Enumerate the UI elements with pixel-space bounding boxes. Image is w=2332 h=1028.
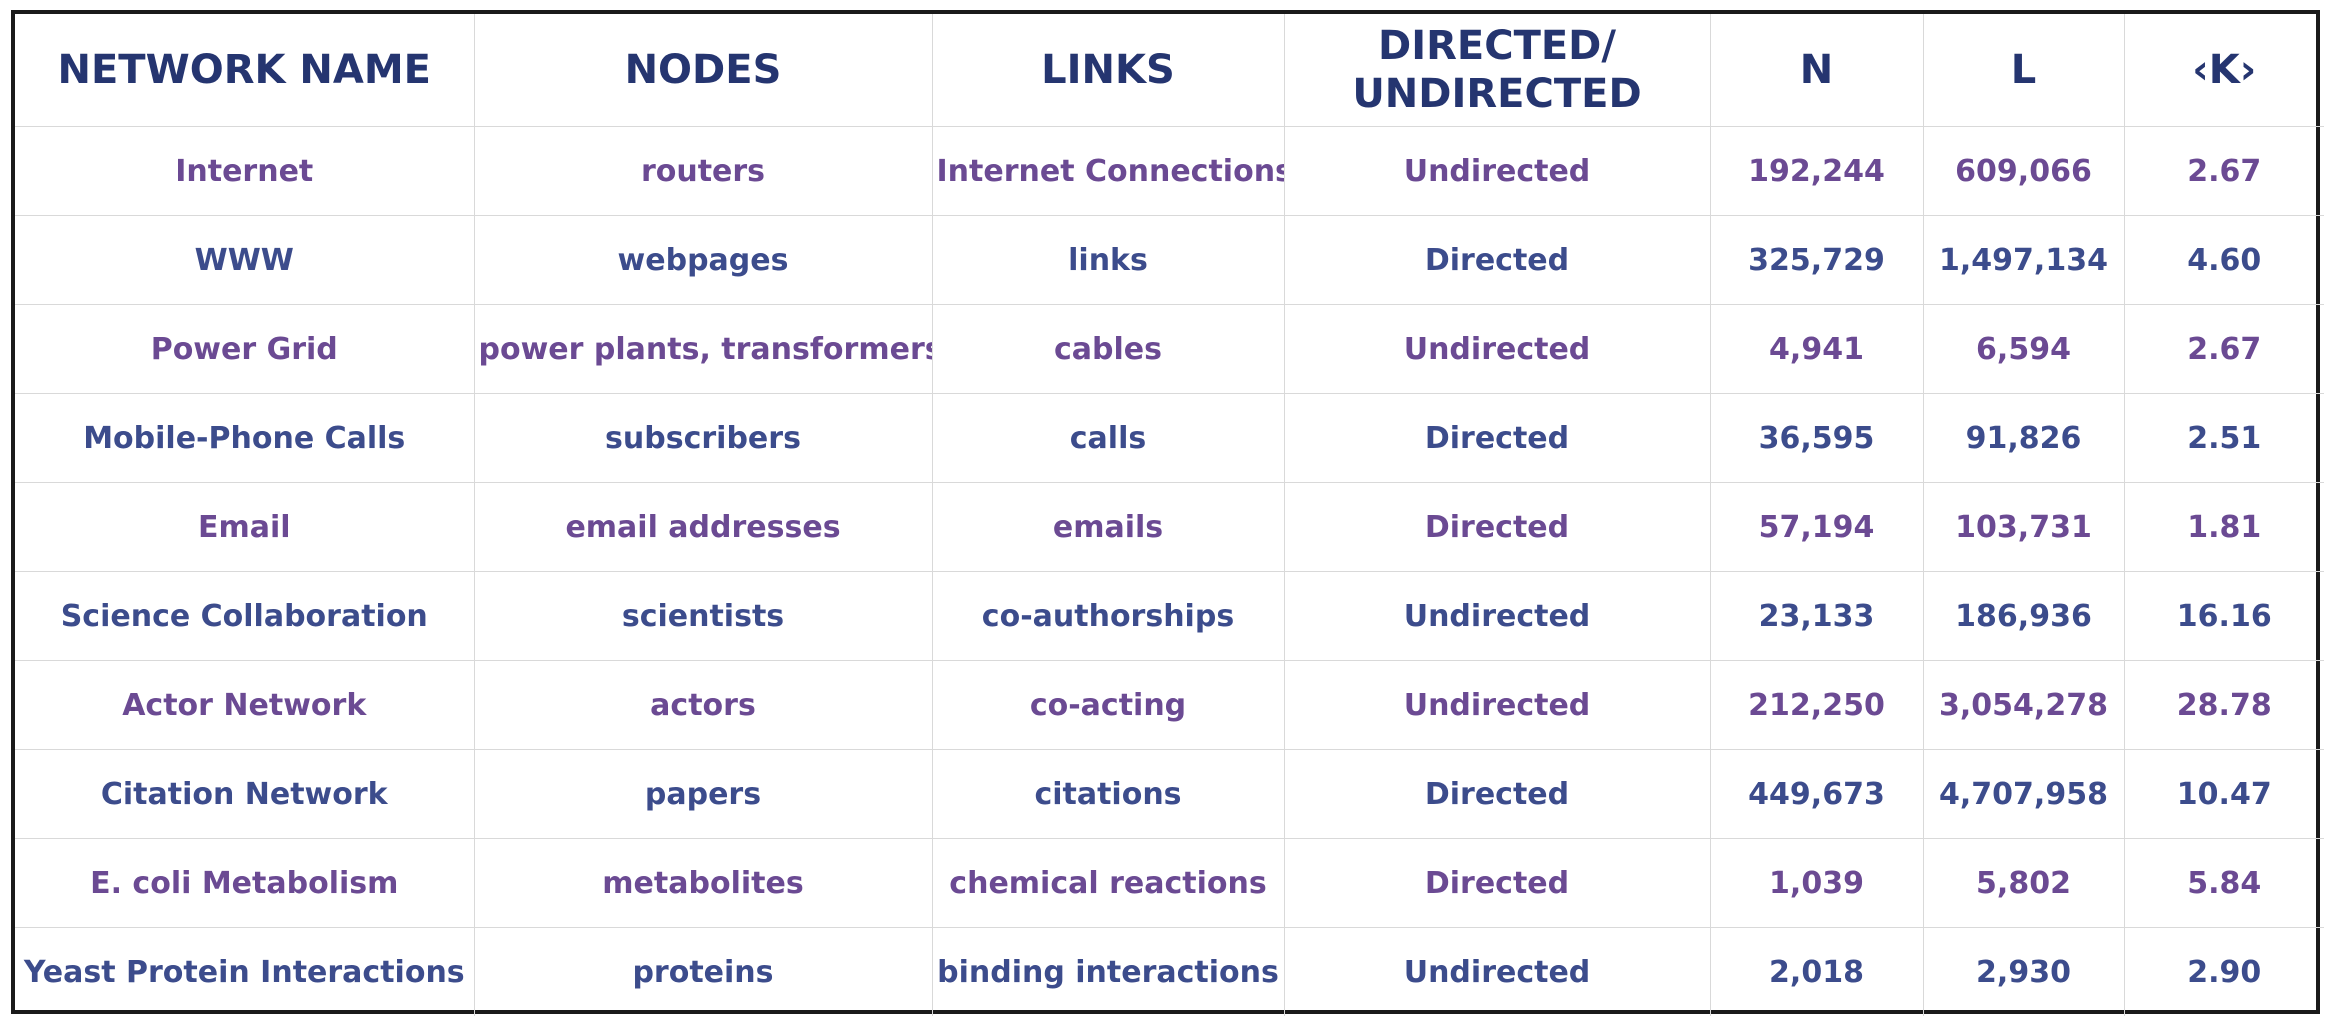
cell-directed: Directed [1283, 838, 1711, 928]
cell-l: 5,802 [1922, 838, 2125, 928]
cell-network-name: E. coli Metabolism [15, 838, 475, 928]
table-row: Email email addresses emails Directed 57… [15, 482, 2324, 572]
cell-k: 28.78 [2123, 660, 2324, 750]
cell-l: 103,731 [1922, 482, 2125, 572]
table-row: E. coli Metabolism metabolites chemical … [15, 838, 2324, 928]
cell-k: 1.81 [2123, 482, 2324, 572]
cell-directed: Directed [1283, 482, 1711, 572]
cell-network-name: Internet [15, 126, 475, 216]
cell-n: 57,194 [1709, 482, 1924, 572]
cell-k: 16.16 [2123, 571, 2324, 661]
header-directed-line1: DIRECTED/ [1378, 23, 1616, 69]
cell-nodes: metabolites [473, 838, 933, 928]
cell-links: binding interactions [931, 927, 1285, 1016]
cell-nodes: webpages [473, 215, 933, 305]
cell-links: co-acting [931, 660, 1285, 750]
cell-nodes: actors [473, 660, 933, 750]
cell-directed: Undirected [1283, 660, 1711, 750]
cell-nodes: routers [473, 126, 933, 216]
cell-directed: Directed [1283, 215, 1711, 305]
table-row: Citation Network papers citations Direct… [15, 749, 2324, 839]
cell-directed: Undirected [1283, 927, 1711, 1016]
cell-k: 10.47 [2123, 749, 2324, 839]
cell-n: 36,595 [1709, 393, 1924, 483]
cell-l: 4,707,958 [1922, 749, 2125, 839]
cell-nodes: papers [473, 749, 933, 839]
cell-network-name: Citation Network [15, 749, 475, 839]
cell-directed: Directed [1283, 393, 1711, 483]
header-directed: DIRECTED/ UNDIRECTED [1283, 14, 1711, 127]
header-network-name: NETWORK NAME [15, 14, 475, 127]
cell-l: 3,054,278 [1922, 660, 2125, 750]
cell-directed: Undirected [1283, 126, 1711, 216]
header-l: L [1922, 14, 2125, 127]
cell-l: 609,066 [1922, 126, 2125, 216]
cell-directed: Undirected [1283, 571, 1711, 661]
table-row: Mobile-Phone Calls subscribers calls Dir… [15, 393, 2324, 483]
table-row: Actor Network actors co-acting Undirecte… [15, 660, 2324, 750]
network-table-frame: NETWORK NAME NODES LINKS DIRECTED/ UNDIR… [11, 10, 2324, 1016]
cell-links: citations [931, 749, 1285, 839]
cell-n: 212,250 [1709, 660, 1924, 750]
cell-links: cables [931, 304, 1285, 394]
cell-network-name: WWW [15, 215, 475, 305]
cell-network-name: Science Collaboration [15, 571, 475, 661]
cell-nodes: email addresses [473, 482, 933, 572]
cell-links: links [931, 215, 1285, 305]
cell-nodes: proteins [473, 927, 933, 1016]
cell-k: 2.90 [2123, 927, 2324, 1016]
cell-l: 91,826 [1922, 393, 2125, 483]
header-links: LINKS [931, 14, 1285, 127]
cell-k: 2.51 [2123, 393, 2324, 483]
cell-n: 4,941 [1709, 304, 1924, 394]
cell-nodes: power plants, transformers [473, 304, 933, 394]
network-table: NETWORK NAME NODES LINKS DIRECTED/ UNDIR… [15, 14, 2324, 1016]
cell-links: chemical reactions [931, 838, 1285, 928]
cell-network-name: Power Grid [15, 304, 475, 394]
cell-l: 6,594 [1922, 304, 2125, 394]
cell-nodes: subscribers [473, 393, 933, 483]
cell-nodes: scientists [473, 571, 933, 661]
cell-k: 2.67 [2123, 126, 2324, 216]
cell-l: 1,497,134 [1922, 215, 2125, 305]
table-row: Power Grid power plants, transformers ca… [15, 304, 2324, 394]
table-row: Science Collaboration scientists co-auth… [15, 571, 2324, 661]
table-row: Internet routers Internet Connections Un… [15, 126, 2324, 216]
header-nodes: NODES [473, 14, 933, 127]
cell-directed: Directed [1283, 749, 1711, 839]
cell-k: 5.84 [2123, 838, 2324, 928]
cell-n: 1,039 [1709, 838, 1924, 928]
cell-network-name: Email [15, 482, 475, 572]
header-k: ‹K› [2123, 14, 2324, 127]
cell-k: 4.60 [2123, 215, 2324, 305]
cell-l: 2,930 [1922, 927, 2125, 1016]
cell-links: calls [931, 393, 1285, 483]
cell-n: 325,729 [1709, 215, 1924, 305]
cell-directed: Undirected [1283, 304, 1711, 394]
cell-links: emails [931, 482, 1285, 572]
cell-network-name: Mobile-Phone Calls [15, 393, 475, 483]
cell-links: Internet Connections [931, 126, 1285, 216]
cell-network-name: Yeast Protein Interactions [15, 927, 475, 1016]
header-directed-line2: UNDIRECTED [1352, 71, 1642, 117]
table-row: Yeast Protein Interactions proteins bind… [15, 927, 2324, 1016]
cell-links: co-authorships [931, 571, 1285, 661]
cell-l: 186,936 [1922, 571, 2125, 661]
cell-n: 2,018 [1709, 927, 1924, 1016]
header-row: NETWORK NAME NODES LINKS DIRECTED/ UNDIR… [15, 14, 2324, 127]
table-row: WWW webpages links Directed 325,729 1,49… [15, 215, 2324, 305]
cell-n: 192,244 [1709, 126, 1924, 216]
cell-network-name: Actor Network [15, 660, 475, 750]
cell-k: 2.67 [2123, 304, 2324, 394]
cell-n: 23,133 [1709, 571, 1924, 661]
header-n: N [1709, 14, 1924, 127]
cell-n: 449,673 [1709, 749, 1924, 839]
